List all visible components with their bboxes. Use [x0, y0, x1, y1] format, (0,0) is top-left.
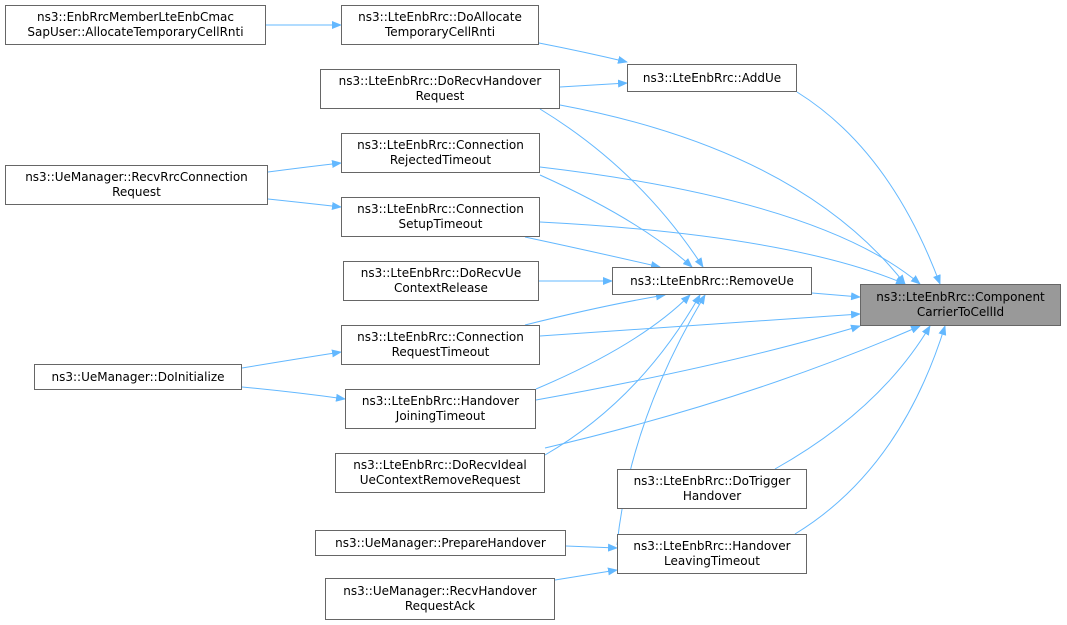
- node-label-line2: RejectedTimeout: [389, 153, 492, 167]
- edge-ho-leaving-to-remove-ue: [616, 294, 706, 546]
- node-label-line2: UeContextRemoveRequest: [359, 473, 521, 487]
- node-remove-ue[interactable]: ns3::LteEnbRrc::RemoveUe: [612, 267, 812, 295]
- node-label-line1: ns3::UeManager::DoInitialize: [51, 369, 225, 384]
- node-label-line1: ns3::UeManager::PrepareHandover: [335, 535, 546, 550]
- node-recv-handover-request-ack[interactable]: ns3::UeManager::RecvHandover RequestAck: [325, 578, 555, 620]
- node-connection-request-timeout[interactable]: ns3::LteEnbRrc::Connection RequestTimeou…: [341, 325, 540, 365]
- node-handover-joining-timeout[interactable]: ns3::LteEnbRrc::Handover JoiningTimeout: [345, 389, 536, 429]
- edge-conn-request-to-remove-ue: [524, 292, 666, 326]
- node-label-line1: ns3::LteEnbRrc::DoRecvUe: [360, 266, 522, 280]
- node-label-line2: RequestAck: [404, 599, 476, 613]
- edge-recv-rrc-conn-to-conn-rejected: [267, 160, 342, 173]
- node-connection-rejected-timeout[interactable]: ns3::LteEnbRrc::Connection RejectedTimeo…: [341, 133, 540, 173]
- edge-do-recv-ho-request-to-target: [559, 104, 906, 285]
- node-ue-manager-do-initialize[interactable]: ns3::UeManager::DoInitialize: [34, 364, 242, 390]
- edge-ho-joining-to-target: [535, 324, 861, 401]
- edge-do-recv-ideal-to-target: [544, 325, 921, 449]
- node-do-recv-ideal-ue-context-remove-request[interactable]: ns3::LteEnbRrc::DoRecvIdeal UeContextRem…: [335, 453, 545, 493]
- node-handover-leaving-timeout[interactable]: ns3::LteEnbRrc::Handover LeavingTimeout: [617, 534, 807, 574]
- node-label-line1: ns3::LteEnbRrc::AddUe: [642, 70, 782, 85]
- node-label-line1: ns3::LteEnbRrc::DoAllocate: [358, 10, 522, 24]
- edge-conn-setup-to-target: [539, 221, 906, 285]
- edge-ho-joining-to-remove-ue: [535, 294, 691, 390]
- node-do-recv-handover-request[interactable]: ns3::LteEnbRrc::DoRecvHandover Request: [320, 69, 560, 109]
- edge-prepare-ho-to-ho-leaving: [565, 543, 618, 552]
- edge-ho-leaving-to-target: [794, 325, 947, 535]
- node-label-line1: ns3::LteEnbRrc::Handover: [633, 539, 791, 553]
- edge-do-recv-ideal-to-remove-ue: [544, 294, 701, 456]
- node-label-line1: ns3::EnbRrcMemberLteEnbCmac: [37, 10, 234, 24]
- node-do-trigger-handover[interactable]: ns3::LteEnbRrc::DoTrigger Handover: [617, 469, 807, 509]
- node-label-line2: Handover: [682, 489, 742, 503]
- node-component-carrier-to-cell-id: ns3::LteEnbRrc::Component CarrierToCellI…: [860, 284, 1061, 326]
- node-label-line1: ns3::LteEnbRrc::Connection: [357, 138, 524, 152]
- edge-add-ue-to-target: [796, 91, 941, 285]
- edge-recv-ho-ack-to-ho-leaving: [554, 567, 618, 581]
- edge-do-initialize-to-conn-request: [241, 349, 342, 369]
- node-label-line1: ns3::LteEnbRrc::Connection: [357, 330, 524, 344]
- node-do-recv-ue-context-release[interactable]: ns3::LteEnbRrc::DoRecvUe ContextRelease: [343, 261, 539, 301]
- node-label-line1: ns3::LteEnbRrc::Component: [876, 290, 1045, 304]
- edge-conn-setup-to-remove-ue: [524, 236, 661, 269]
- edge-do-recv-ho-request-to-remove-ue: [539, 108, 704, 268]
- node-label-line1: ns3::UeManager::RecvHandover: [343, 584, 537, 598]
- node-label-line1: ns3::LteEnbRrc::DoTrigger: [633, 474, 791, 488]
- node-label-line2: Request: [112, 185, 161, 199]
- node-ue-manager-prepare-handover[interactable]: ns3::UeManager::PrepareHandover: [315, 530, 566, 556]
- edge-conn-request-to-target: [539, 310, 861, 337]
- node-label-line1: ns3::LteEnbRrc::RemoveUe: [630, 273, 794, 288]
- node-label-line1: ns3::LteEnbRrc::Connection: [357, 202, 524, 216]
- node-label-line2: RequestTimeout: [391, 345, 490, 359]
- edge-do-initialize-to-ho-joining: [241, 386, 346, 402]
- node-label-line2: SapUser::AllocateTemporaryCellRnti: [27, 25, 244, 39]
- node-label-line2: LeavingTimeout: [664, 554, 760, 568]
- node-label-line1: ns3::LteEnbRrc::Handover: [361, 394, 520, 408]
- node-label-line2: SetupTimeout: [398, 217, 483, 231]
- node-label-line2: ContextRelease: [394, 281, 488, 295]
- edge-remove-ue-to-target: [811, 292, 861, 301]
- node-label-line1: ns3::UeManager::RecvRrcConnection: [25, 170, 248, 184]
- node-do-allocate-temporary-cell-rnti[interactable]: ns3::LteEnbRrc::DoAllocate TemporaryCell…: [341, 5, 539, 45]
- edge-conn-rejected-to-target: [539, 166, 921, 285]
- edge-conn-rejected-to-remove-ue: [539, 174, 693, 268]
- node-label-line2: Request: [415, 89, 465, 103]
- edge-do-recv-ho-request-to-add-ue: [559, 79, 628, 88]
- node-recv-rrc-connection-request[interactable]: ns3::UeManager::RecvRrcConnection Reques…: [5, 165, 268, 205]
- edge-do-trigger-ho-to-target: [774, 325, 931, 470]
- node-label-line2: JoiningTimeout: [395, 409, 486, 423]
- edge-recv-rrc-conn-to-conn-setup: [267, 198, 342, 210]
- node-enbrrc-member-allocate-temporary-cell-rnti[interactable]: ns3::EnbRrcMemberLteEnbCmac SapUser::All…: [5, 5, 266, 45]
- node-connection-setup-timeout[interactable]: ns3::LteEnbRrc::Connection SetupTimeout: [341, 197, 540, 237]
- node-label-line1: ns3::LteEnbRrc::DoRecvIdeal: [353, 458, 527, 472]
- node-label-line2: TemporaryCellRnti: [384, 25, 496, 39]
- node-add-ue[interactable]: ns3::LteEnbRrc::AddUe: [627, 64, 797, 92]
- node-label-line2: CarrierToCellId: [916, 305, 1005, 319]
- node-label-line1: ns3::LteEnbRrc::DoRecvHandover: [338, 74, 542, 88]
- edge-do-allocate-to-add-ue: [538, 42, 628, 64]
